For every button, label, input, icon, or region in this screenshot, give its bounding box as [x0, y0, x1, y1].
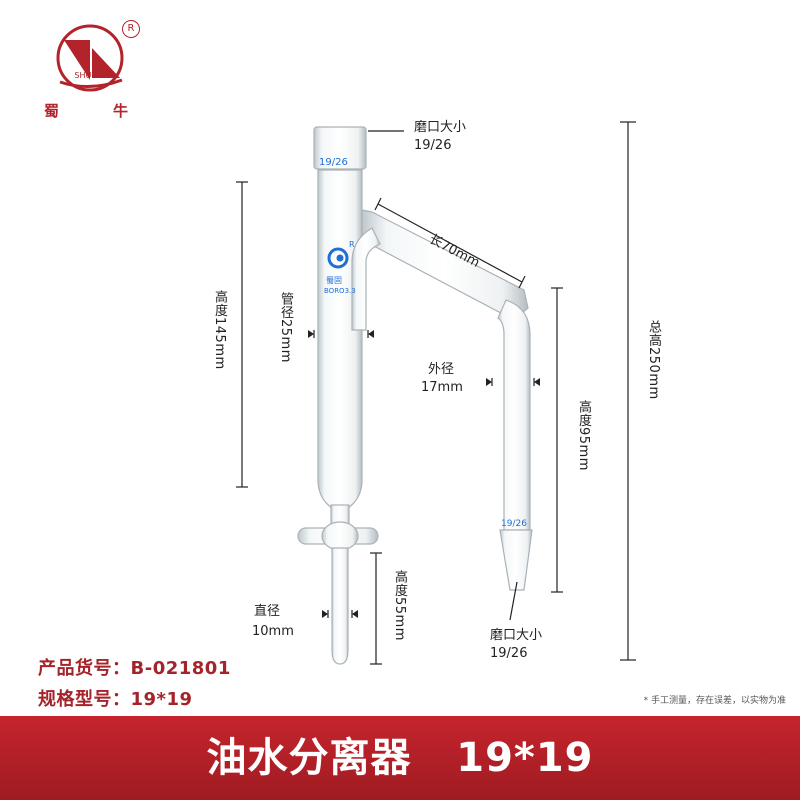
sailboat-logo-icon: SHUNIU	[56, 24, 124, 92]
outer-diameter-title: 外径	[428, 362, 455, 377]
tip-height-label: 高度55mm	[392, 570, 407, 641]
banner-text: 油水分离器 19*19	[0, 716, 800, 800]
bottom-joint-size-title: 磨口大小	[490, 628, 543, 643]
glass-brand-icon	[327, 247, 349, 269]
brand-name-left: 蜀	[44, 102, 60, 120]
glass-type: BORO3.3	[324, 287, 356, 295]
joint-size-mark-top: 19/26	[319, 157, 348, 168]
tip-diameter-title: 直径	[254, 604, 281, 619]
logo-text: SHUNIU	[74, 71, 105, 80]
brand-logo: SHUNIU	[40, 20, 140, 100]
arm-connector	[351, 227, 381, 331]
stopcock-body	[321, 521, 359, 551]
product-code: 产品货号：B-021801	[38, 654, 231, 680]
joint-size-mark-bottom: 19/26	[501, 519, 527, 529]
main-height-label: 高度145mm	[212, 290, 227, 370]
oil-water-separator-illustration: 19/26 19/26 蜀固 BORO3.3 R	[236, 121, 636, 665]
top-joint-size-title: 磨口大小	[414, 120, 467, 135]
side-height-label: 高度95mm	[576, 400, 591, 471]
top-ground-joint	[313, 126, 367, 170]
bottom-ground-joint	[499, 529, 533, 591]
bottom-banner: 油水分离器 19*19	[0, 716, 800, 800]
glass-brand-name: 蜀固	[326, 276, 342, 285]
side-tube	[497, 299, 531, 531]
tube-diameter-label: 管径25mm	[278, 292, 293, 363]
banner-spec: 19*19	[456, 735, 594, 781]
main-tube	[317, 169, 363, 511]
side-arm	[361, 209, 529, 321]
product-spec: 规格型号：19*19	[38, 685, 193, 711]
product-code-label: 产品货号：	[38, 658, 131, 679]
top-joint-size-value: 19/26	[414, 138, 452, 153]
registered-mark: R	[127, 23, 135, 34]
bottom-joint-size-value: 19/26	[490, 646, 528, 661]
glass-registered: R	[349, 240, 355, 249]
tip-diameter-value: 10mm	[252, 624, 294, 639]
banner-product-name: 油水分离器	[206, 735, 412, 781]
registered-mark-icon: R	[122, 20, 140, 38]
outer-diameter-value: 17mm	[421, 380, 463, 395]
total-height-label: 总高250mm	[646, 320, 661, 400]
product-spec-value: 19*19	[130, 689, 193, 710]
product-spec-label: 规格型号：	[38, 689, 131, 710]
measurement-note: * 手工测量，存在误差，以实物为准	[643, 696, 786, 706]
product-code-value: B-021801	[130, 658, 231, 679]
brand-name-right: 牛	[113, 102, 129, 120]
drain-tip	[331, 547, 349, 665]
